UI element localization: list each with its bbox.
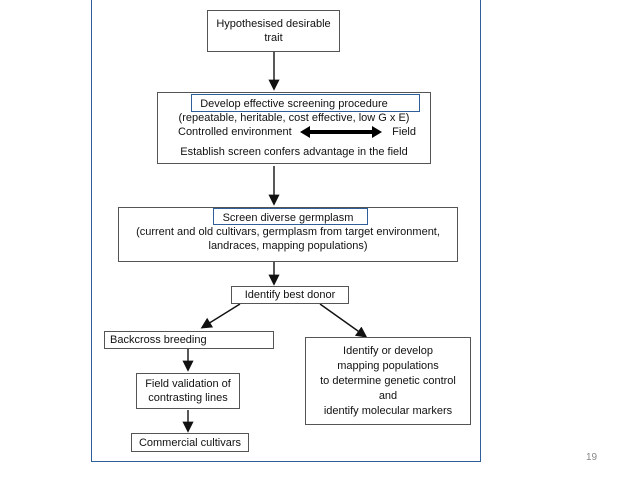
controlled-environment-label: Controlled environment bbox=[178, 126, 292, 138]
arrow-donor-to-mapping bbox=[319, 303, 368, 338]
trait-line-2: trait bbox=[264, 32, 283, 44]
mapping-line-4: and bbox=[378, 390, 398, 402]
field-label: Field bbox=[392, 126, 416, 138]
commercial-label: Commercial cultivars bbox=[138, 437, 242, 449]
donor-box: Identify best donor bbox=[231, 286, 349, 304]
germplasm-line-2: landraces, mapping populations) bbox=[208, 240, 368, 252]
commercial-box: Commercial cultivars bbox=[131, 433, 249, 452]
screening-title: Develop effective screening procedure bbox=[200, 98, 388, 110]
backcross-label: Backcross breeding bbox=[110, 334, 207, 346]
mapping-line-2: mapping populations bbox=[337, 360, 439, 372]
arrow-donor-to-backcross bbox=[200, 303, 241, 329]
screening-title-highlight bbox=[191, 94, 420, 112]
trait-line-1: Hypothesised desirable bbox=[216, 18, 331, 30]
environment-row: Controlled environment Field bbox=[158, 125, 430, 139]
screening-subtitle: (repeatable, heritable, cost effective, … bbox=[178, 112, 410, 124]
backcross-box: Backcross breeding bbox=[104, 331, 274, 349]
trait-box: Hypothesised desirable trait bbox=[207, 10, 340, 52]
slide-page-number: 19 bbox=[586, 452, 598, 463]
field-validation-box: Field validation of contrasting lines bbox=[136, 373, 240, 409]
screening-box: Develop effective screening procedure (r… bbox=[157, 92, 431, 164]
germplasm-title-highlight bbox=[213, 208, 368, 225]
germplasm-line-1: (current and old cultivars, germplasm fr… bbox=[136, 226, 440, 238]
field-validation-line-1: Field validation of bbox=[145, 378, 231, 390]
double-arrow-icon bbox=[300, 126, 382, 138]
donor-label: Identify best donor bbox=[244, 289, 336, 301]
germplasm-box: Screen diverse germplasm (current and ol… bbox=[118, 207, 458, 262]
mapping-line-5: identify molecular markers bbox=[323, 405, 453, 417]
slide-frame bbox=[91, 0, 481, 462]
mapping-line-3: to determine genetic control bbox=[320, 375, 456, 387]
mapping-line-1: Identify or develop bbox=[343, 345, 433, 357]
germplasm-title: Screen diverse germplasm bbox=[222, 212, 354, 224]
screening-establish: Establish screen confers advantage in th… bbox=[180, 146, 408, 158]
field-validation-line-2: contrasting lines bbox=[148, 392, 228, 404]
mapping-box: Identify or develop mapping populations … bbox=[305, 337, 471, 425]
